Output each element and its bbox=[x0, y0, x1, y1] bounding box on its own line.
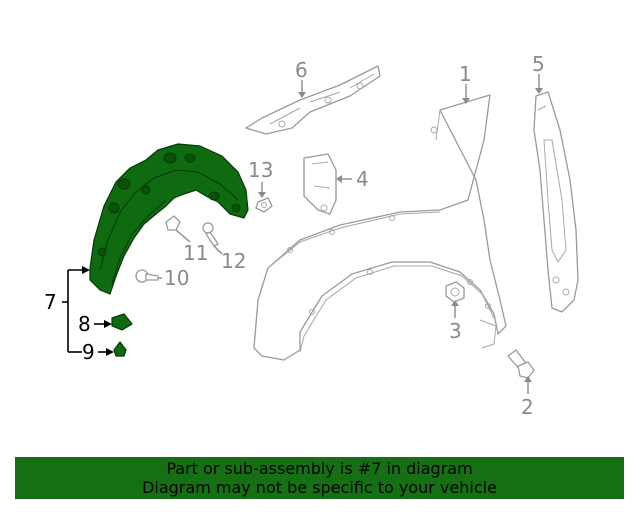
part-13-clip bbox=[255, 197, 273, 213]
callout-7: 7 bbox=[44, 290, 57, 314]
part-9-pin bbox=[113, 341, 127, 357]
part-8-clip bbox=[111, 313, 133, 331]
callout-13: 13 bbox=[248, 158, 273, 182]
callout-9: 9 bbox=[82, 340, 95, 364]
callout-10: 10 bbox=[164, 266, 189, 290]
part-5-trim bbox=[533, 91, 579, 313]
part-3-nut bbox=[445, 281, 465, 303]
leader-lines bbox=[158, 74, 543, 394]
callout-1: 1 bbox=[459, 62, 472, 86]
banner-line-2: Diagram may not be specific to your vehi… bbox=[142, 478, 497, 497]
part-2-bolt bbox=[507, 349, 535, 379]
callout-11: 11 bbox=[183, 241, 208, 265]
callout-2: 2 bbox=[521, 395, 534, 419]
part-11-clip bbox=[165, 215, 181, 231]
banner-line-1: Part or sub-assembly is #7 in diagram bbox=[166, 459, 473, 478]
parts-diagram: 1 2 3 4 5 6 7 8 9 10 11 12 13 bbox=[44, 52, 579, 419]
callout-5: 5 bbox=[532, 52, 545, 76]
part-4-panel bbox=[303, 153, 337, 215]
part-7-bracket-lines bbox=[62, 266, 114, 356]
callout-4: 4 bbox=[356, 167, 369, 191]
callout-6: 6 bbox=[295, 58, 308, 82]
part-6-bracket bbox=[245, 65, 381, 135]
callout-3: 3 bbox=[449, 319, 462, 343]
part-1-fender bbox=[253, 94, 507, 361]
callout-8: 8 bbox=[78, 312, 91, 336]
callout-12: 12 bbox=[221, 249, 246, 273]
part-10-screw bbox=[135, 269, 159, 283]
diagram-notice-banner: Part or sub-assembly is #7 in diagram Di… bbox=[15, 457, 624, 499]
part-7-fender-liner bbox=[89, 143, 249, 295]
